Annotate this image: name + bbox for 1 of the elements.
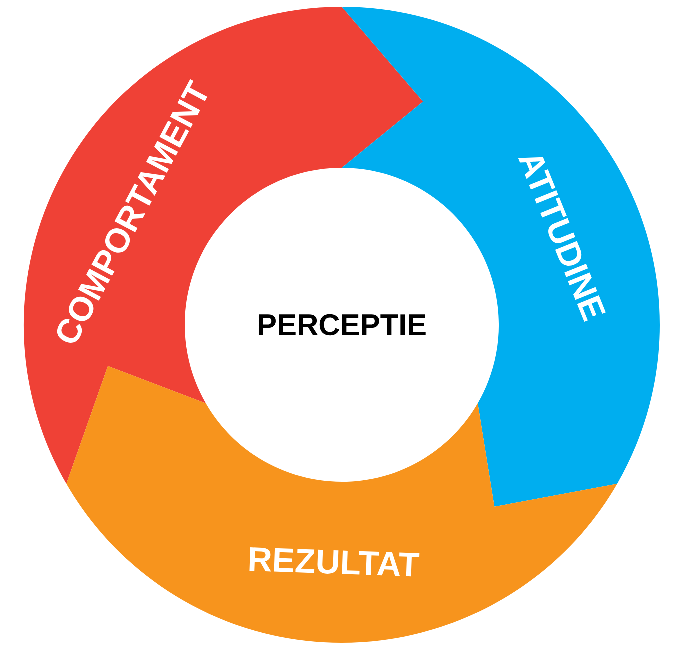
arrow-band: REZULTAT [66,366,618,644]
